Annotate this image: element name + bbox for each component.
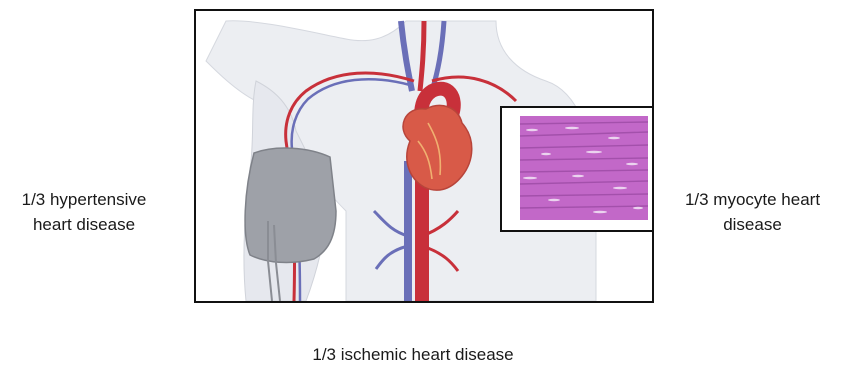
myocyte-label: 1/3 myocyte heart disease <box>664 187 841 237</box>
myocyte-tissue-inset <box>500 106 654 232</box>
hypertensive-label: 1/3 hypertensive heart disease <box>0 187 168 237</box>
blood-pressure-cuff <box>245 148 336 262</box>
tissue-background <box>520 116 648 220</box>
myocyte-tissue-micrograph <box>502 108 652 230</box>
ischemic-label: 1/3 ischemic heart disease <box>300 342 526 367</box>
